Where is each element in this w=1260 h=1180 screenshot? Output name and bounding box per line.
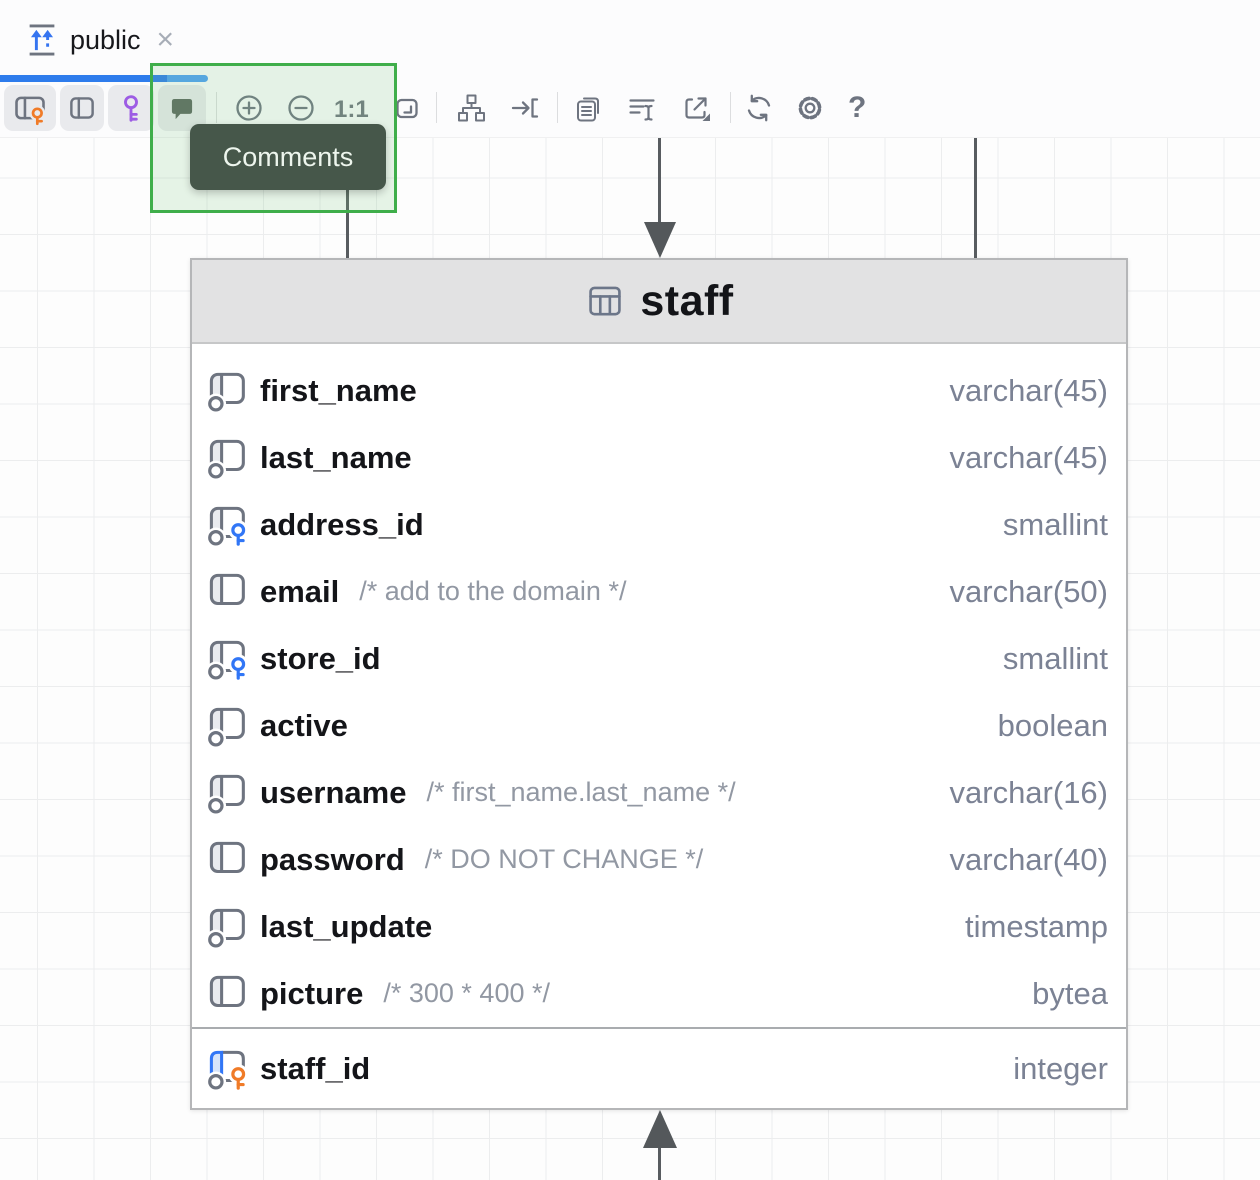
column-type: bytea [1032,975,1108,1011]
fit-content-button[interactable] [391,92,423,124]
show-keys-button[interactable] [108,85,154,131]
column-name: username [260,774,407,810]
zoom-in-button[interactable] [233,92,265,124]
column-name: address_id [260,506,424,542]
table-row[interactable]: address_id smallint [192,491,1126,558]
foreign-key-icon [206,636,250,682]
column-name: staff_id [260,1050,371,1086]
primary-key-icon [206,1046,250,1092]
table-row[interactable]: password /* DO NOT CHANGE */ varchar(40) [192,826,1126,893]
relationship-edge-bottom[interactable] [658,1148,661,1180]
table-row[interactable]: last_name varchar(45) [192,424,1126,491]
column-type: varchar(45) [949,372,1109,408]
column-notnull-icon [206,770,250,816]
table-row[interactable]: username /* first_name.last_name */ varc… [192,759,1126,826]
column-comment: /* DO NOT CHANGE */ [424,844,704,874]
key-column-section: staff_id integer [192,1027,1126,1108]
column-type: varchar(40) [949,841,1109,877]
editor-top-bar: public × 1:1 [0,0,1260,138]
column-notnull-icon [206,435,250,481]
toolbar-separator [730,92,731,123]
tab-title: public [70,24,141,55]
table-row[interactable]: last_update timestamp [192,893,1126,960]
table-row[interactable]: email /* add to the domain */ varchar(50… [192,558,1126,625]
column-list: first_name varchar(45) last_name varchar… [192,344,1126,1027]
show-key-columns-button[interactable] [4,85,56,131]
column-name: email [260,573,340,609]
help-button[interactable]: ? [848,91,867,124]
foreign-key-icon [206,502,250,548]
table-title: staff [640,276,734,325]
table-row[interactable]: staff_id integer [192,1029,1126,1108]
column-name: store_id [260,640,381,676]
edit-selection-button[interactable] [626,92,658,124]
settings-gear-icon[interactable] [794,92,826,124]
copy-diagram-button[interactable] [572,92,604,124]
jump-to-source-button[interactable] [509,92,541,124]
show-comments-button[interactable] [158,85,206,131]
table-row[interactable]: store_id smallint [192,625,1126,692]
column-type: varchar(16) [949,774,1109,810]
column-type: smallint [1002,640,1108,676]
column-type: varchar(45) [949,439,1109,475]
column-name: last_update [260,908,433,944]
schema-diagram-icon [24,22,60,58]
refresh-button[interactable] [743,92,775,124]
show-columns-button[interactable] [60,85,104,131]
column-plain-icon [206,837,250,883]
table-header[interactable]: staff [192,260,1126,344]
table-row[interactable]: active boolean [192,692,1126,759]
relationship-arrowhead-up [643,1110,677,1148]
column-type: boolean [997,707,1108,743]
table-row[interactable]: picture /* 300 * 400 */ bytea [192,960,1126,1027]
auto-layout-button[interactable] [455,92,487,124]
column-comment: /* 300 * 400 */ [383,978,550,1008]
toolbar-separator [436,92,437,123]
table-node-staff[interactable]: staff first_name varchar(45) [190,258,1128,1110]
relationship-edge-top[interactable] [658,137,661,225]
tab-active-indicator [0,75,208,82]
column-name: active [260,707,348,743]
column-notnull-icon [206,904,250,950]
tab-close-icon[interactable]: × [156,23,175,56]
column-type: timestamp [965,908,1108,944]
tab-public[interactable]: public × [24,22,174,58]
column-plain-icon [206,971,250,1017]
tooltip-text: Comments [222,141,354,172]
relationship-arrowhead-down [644,222,676,258]
column-comment: /* first_name.last_name */ [426,777,736,807]
column-name: first_name [260,372,417,408]
column-notnull-icon [206,368,250,414]
column-type: integer [1013,1050,1108,1086]
column-name: last_name [260,439,412,475]
column-plain-icon [206,569,250,615]
column-notnull-icon [206,703,250,749]
toolbar-separator [216,92,217,123]
column-name: picture [260,975,364,1011]
comments-tooltip: Comments [190,124,386,190]
zoom-out-button[interactable] [285,92,317,124]
column-type: smallint [1002,506,1108,542]
column-type: varchar(50) [949,573,1109,609]
export-diagram-button[interactable] [680,92,712,124]
table-row[interactable]: first_name varchar(45) [192,357,1126,424]
column-comment: /* add to the domain */ [359,576,627,606]
relationship-edge-right[interactable] [974,137,977,258]
actual-size-button[interactable]: 1:1 [334,96,369,123]
toolbar-separator [557,92,558,123]
table-icon [584,280,626,322]
column-name: password [260,841,405,877]
relationship-edge-left[interactable] [346,189,349,258]
